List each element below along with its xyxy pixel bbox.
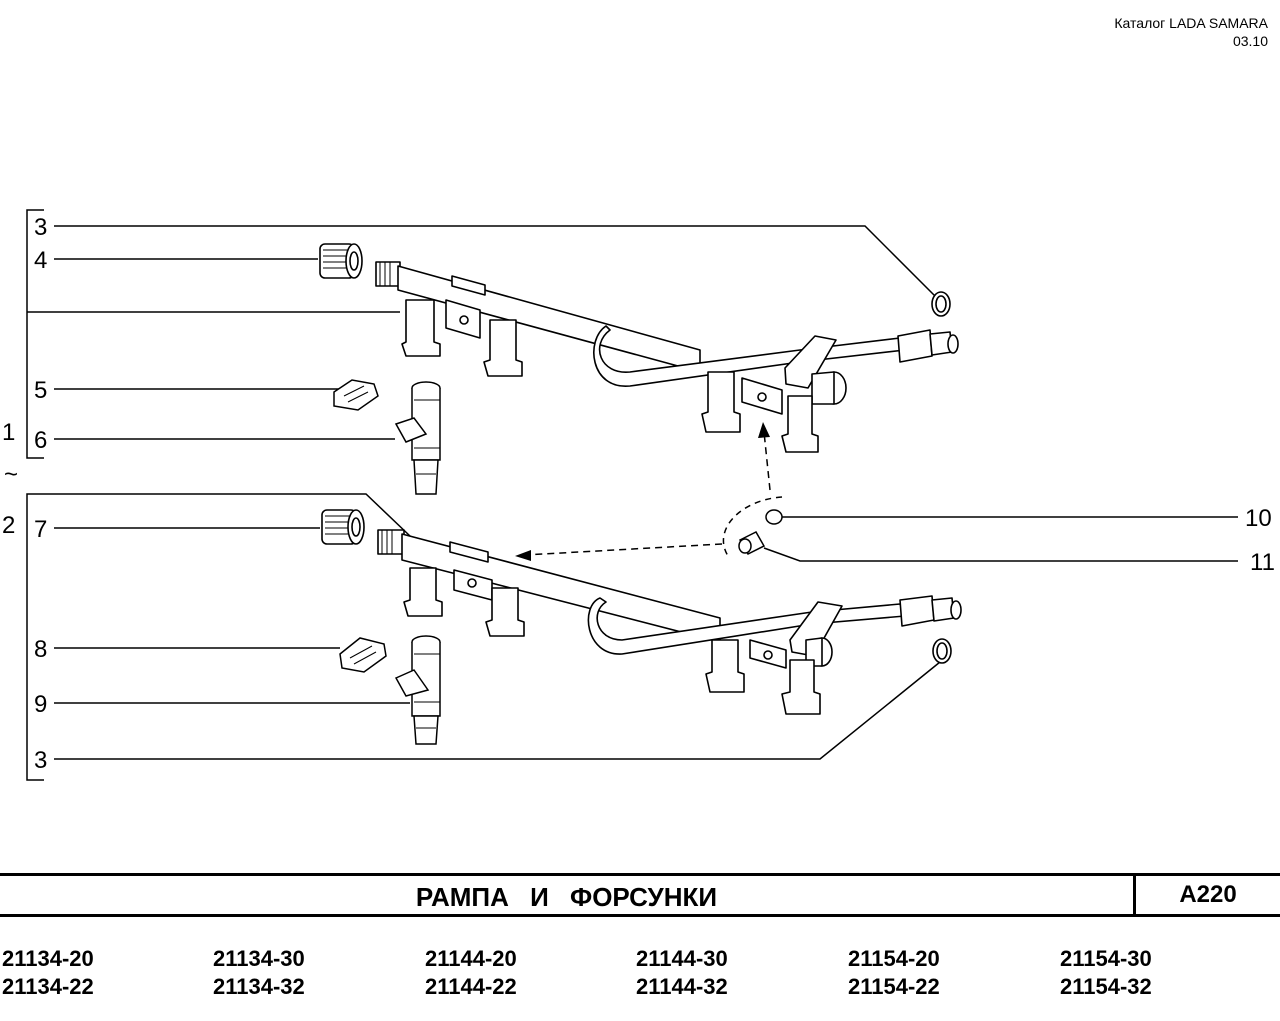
callout-8: 8	[34, 636, 47, 663]
dashed-arrow-line-1	[763, 431, 771, 491]
parts-diagram: 3 4 5 1 6 ~ 2 7 8 9 3 10 11	[2, 209, 1275, 781]
leader-3-bottom	[54, 661, 941, 760]
model-code: 21134-32	[213, 974, 305, 999]
fuel-rail-upper	[319, 243, 959, 453]
bracket-group-1	[26, 209, 44, 459]
clip-8-drawing	[339, 637, 387, 673]
model-column-1: 21134-20 21134-22	[2, 945, 94, 1001]
model-code: 21144-30	[636, 946, 728, 971]
injector-6-drawing	[394, 381, 441, 495]
model-code: 21134-22	[2, 974, 94, 999]
callout-3-bottom: 3	[34, 747, 47, 774]
model-code: 21154-32	[1060, 974, 1152, 999]
model-column-3: 21144-20 21144-22	[425, 945, 517, 1001]
model-column-4: 21144-30 21144-32	[636, 945, 728, 1001]
washer-10-drawing	[765, 509, 783, 525]
fuel-rail-lower	[321, 509, 962, 715]
model-code: 21144-32	[636, 974, 728, 999]
model-code: 21144-20	[425, 946, 517, 971]
callout-2: 2	[2, 512, 15, 539]
model-column-6: 21154-30 21154-32	[1060, 945, 1152, 1001]
arrow-head-up	[758, 422, 770, 438]
model-code: 21144-22	[425, 974, 517, 999]
model-code: 21134-30	[213, 946, 305, 971]
callout-11: 11	[1250, 549, 1275, 576]
callout-6: 6	[34, 427, 47, 454]
model-code: 21134-20	[2, 946, 94, 971]
dashed-arrow-line-2	[524, 543, 723, 556]
screw-11-drawing	[738, 531, 766, 555]
injector-9-drawing	[394, 635, 441, 745]
bracket-group-2	[26, 493, 44, 781]
title-bar: РАМПА И ФОРСУНКИ A220	[0, 873, 1280, 917]
model-code: 21154-30	[1060, 946, 1152, 971]
model-column-5: 21154-20 21154-22	[848, 945, 940, 1001]
callout-5: 5	[34, 377, 47, 404]
page-code: A220	[1133, 876, 1280, 914]
callout-numbers: 3 4 5 1 6 ~ 2 7 8 9 3 10 11	[2, 214, 1275, 774]
callout-1: 1	[2, 419, 15, 446]
catalog-header: Каталог LADA SAMARA 03.10	[1114, 14, 1268, 50]
callout-9: 9	[34, 691, 47, 718]
dashed-arc	[722, 496, 783, 557]
model-code: 21154-22	[848, 974, 940, 999]
callout-tilde: ~	[4, 461, 18, 488]
callout-10: 10	[1245, 505, 1272, 532]
leader-2	[44, 493, 411, 537]
callout-4: 4	[34, 247, 47, 274]
model-code: 21154-20	[848, 946, 940, 971]
clip-5-drawing	[333, 379, 379, 411]
model-column-2: 21134-30 21134-32	[213, 945, 305, 1001]
leader-3-top	[54, 225, 936, 297]
catalog-date: 03.10	[1232, 33, 1268, 49]
arrow-head-left	[515, 550, 531, 561]
callout-3-top: 3	[34, 214, 47, 241]
catalog-title: Каталог LADA SAMARA	[1114, 15, 1268, 31]
callout-7: 7	[34, 516, 47, 543]
page-title: РАМПА И ФОРСУНКИ	[415, 882, 718, 912]
leader-11	[763, 547, 1238, 562]
